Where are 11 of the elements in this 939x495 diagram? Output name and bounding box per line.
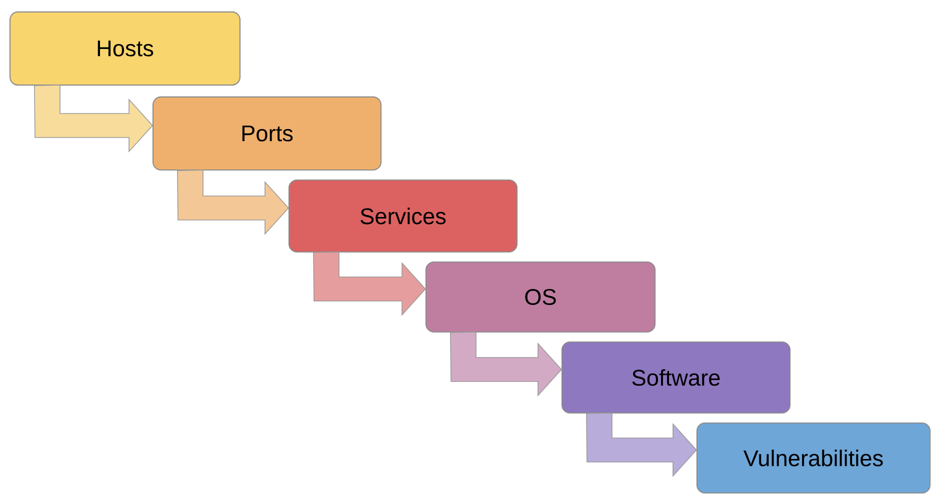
process-box: OS: [425, 261, 656, 333]
bent-arrow: [34, 84, 154, 153]
process-box: Vulnerabilities: [696, 422, 931, 494]
bent-arrow: [313, 252, 426, 316]
process-box: Ports: [152, 96, 382, 171]
bent-arrow: [586, 412, 697, 478]
bent-arrow: [177, 170, 289, 236]
process-box: Hosts: [9, 11, 241, 86]
process-box: Software: [561, 342, 791, 414]
bent-arrow: [450, 332, 562, 397]
process-box: Services: [288, 179, 518, 253]
